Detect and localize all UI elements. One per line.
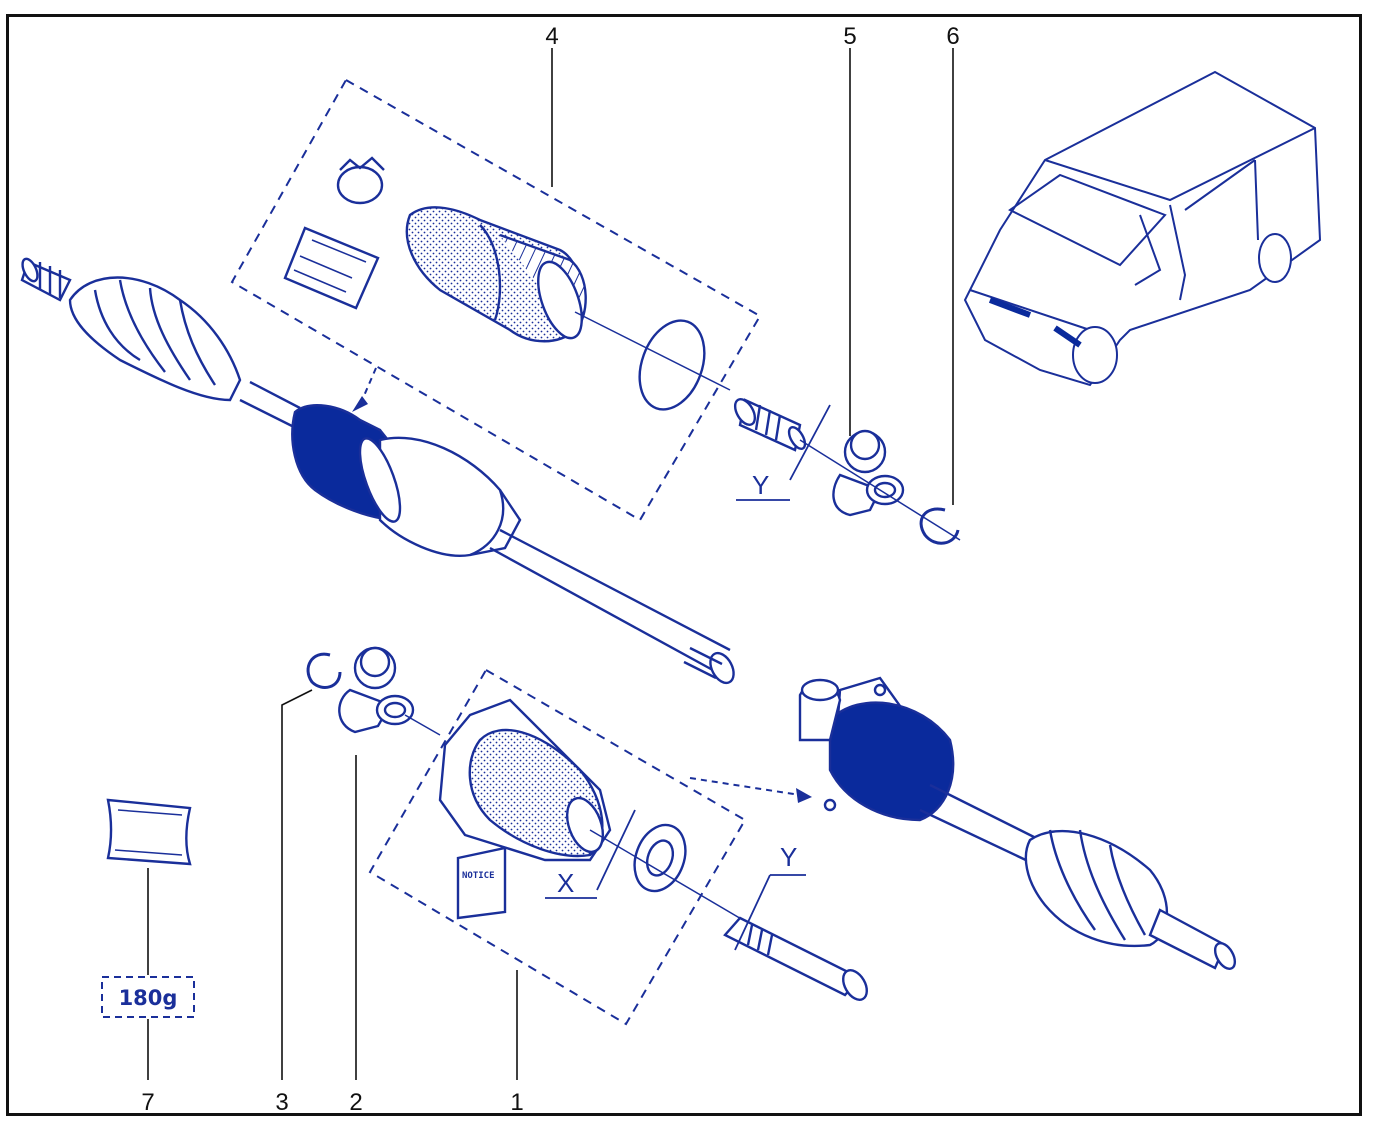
- kit-1-parts: NOTICE: [438, 698, 868, 1001]
- callout-7: 7: [141, 1089, 154, 1116]
- kit-4-box: [230, 78, 762, 522]
- callout-leaders: [281, 48, 954, 1080]
- callout-2: 2: [349, 1089, 362, 1116]
- callout-3: 3: [275, 1089, 288, 1116]
- callout-5: 5: [843, 23, 856, 50]
- parts-2-3: [306, 646, 441, 736]
- grease-quantity: 180g: [119, 986, 178, 1010]
- lower-driveshaft: [798, 676, 1237, 970]
- notice-booklet-label: NOTICE: [462, 871, 495, 881]
- kit-4-parts: [283, 156, 731, 411]
- grease-sachet-7: 180g: [101, 798, 195, 1080]
- dimension-x: X: [557, 868, 574, 898]
- callout-6: 6: [946, 23, 959, 50]
- parts-5-6: [733, 398, 961, 545]
- callout-1: 1: [510, 1089, 523, 1116]
- callout-4: 4: [545, 23, 558, 50]
- upper-driveshaft: [20, 257, 735, 685]
- dimension-y-top: Y: [752, 470, 769, 500]
- diagram-frame: [6, 14, 1362, 1116]
- dimension-y-bottom: Y: [780, 842, 797, 872]
- van-illustration: [963, 70, 1322, 387]
- kit-1-box: [368, 668, 812, 1026]
